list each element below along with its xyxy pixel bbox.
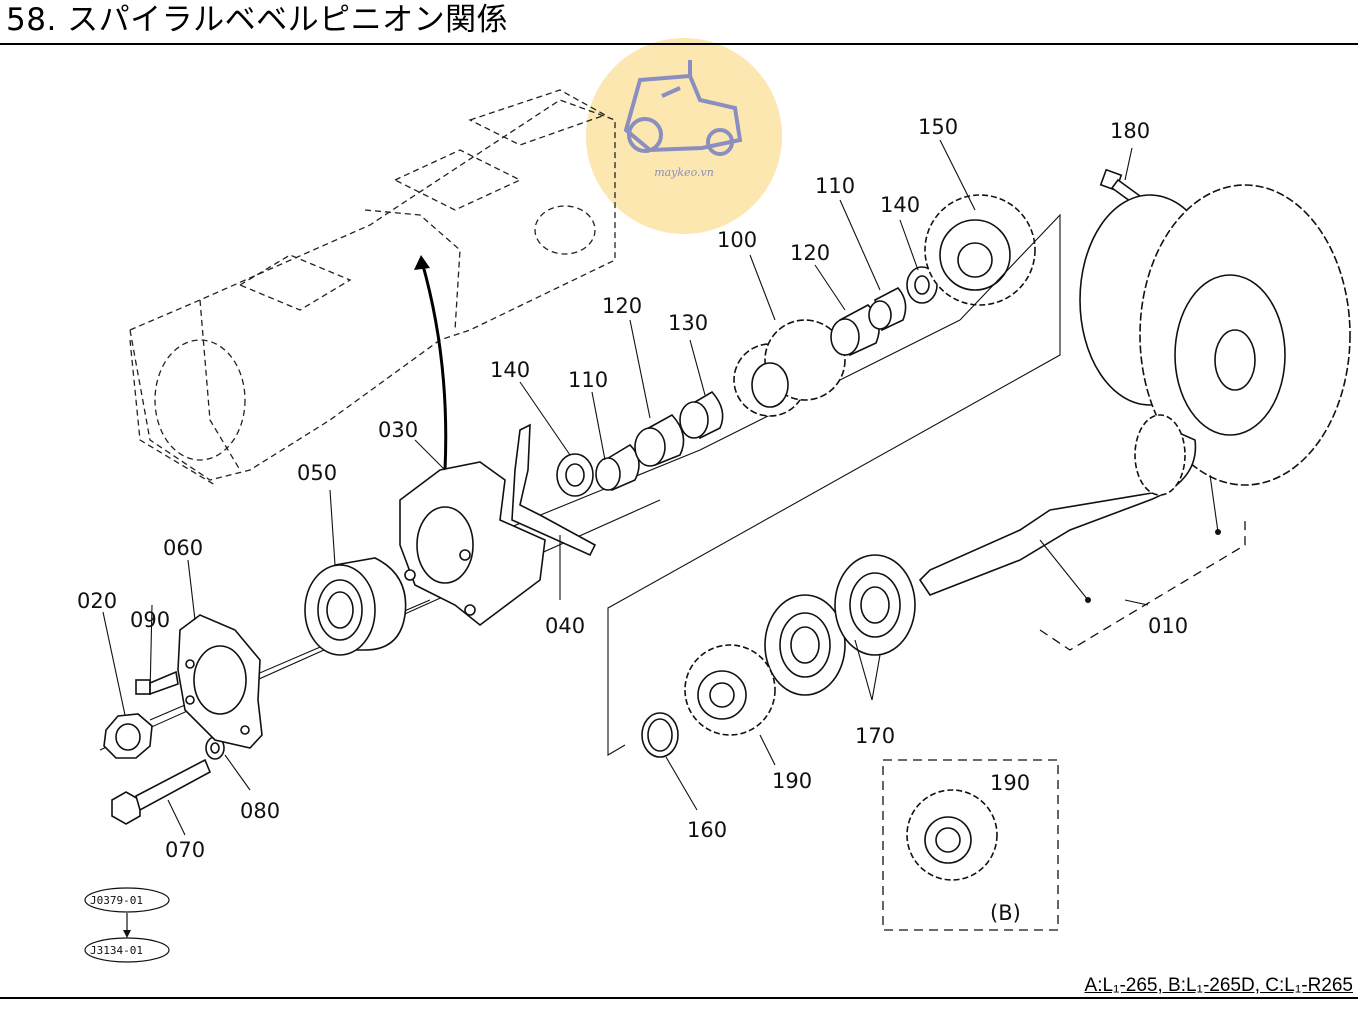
label-120-b: 120 — [790, 241, 830, 265]
part-150-gear — [924, 194, 1036, 306]
label-160: 160 — [687, 818, 727, 842]
label-010: 010 — [1148, 614, 1188, 638]
part-030-case — [399, 461, 546, 627]
lead-010-b — [1209, 474, 1219, 533]
watermark-text: maykeo.vn — [654, 166, 714, 179]
part-130-collar — [679, 390, 724, 440]
assembly-frame — [607, 213, 1061, 756]
part-110-collar-a — [595, 443, 640, 492]
part-010-bevel-gear — [918, 184, 1351, 596]
label-100: 100 — [717, 228, 757, 252]
title-rule — [0, 43, 1358, 45]
model-applicability-note: A:L₁-265, B:L₁-265D, C:L₁-R265 — [1084, 975, 1353, 996]
tractor-icon — [623, 60, 743, 156]
ref-code-1: J0379-01 — [90, 894, 143, 907]
part-140-washer-a — [556, 453, 594, 497]
part-100-gear — [733, 319, 846, 417]
label-110-b: 110 — [815, 174, 855, 198]
label-180: 180 — [1110, 119, 1150, 143]
ref-code-2: J3134-01 — [90, 944, 143, 957]
label-070: 070 — [165, 838, 205, 862]
label-080: 080 — [240, 799, 280, 823]
part-040-bracket — [511, 423, 597, 557]
label-090: 090 — [130, 608, 170, 632]
assembly-arrow — [420, 261, 448, 471]
leader-lines — [102, 139, 1149, 836]
bottom-rule — [0, 997, 1358, 999]
label-030: 030 — [378, 418, 418, 442]
label-190-a: 190 — [772, 769, 812, 793]
reference-codes: J0379-01 J3134-01 — [84, 887, 170, 963]
part-010-bracket — [1039, 520, 1246, 651]
part-190-gear-variant — [906, 789, 998, 881]
label-140-a: 140 — [490, 358, 530, 382]
label-150: 150 — [918, 115, 958, 139]
transmission-housing — [129, 89, 616, 486]
label-040: 040 — [545, 614, 585, 638]
arrow-head — [414, 255, 430, 270]
watermark-logo — [586, 38, 782, 234]
label-050: 050 — [297, 461, 337, 485]
part-120-needle-a — [634, 413, 685, 467]
part-050-bearing — [304, 557, 407, 656]
page-title: 58. スパイラルベベルピニオン関係 — [6, 2, 509, 38]
part-190-gear — [684, 644, 776, 736]
label-020: 020 — [77, 589, 117, 613]
label-120-a: 120 — [602, 294, 642, 318]
part-170-bearing-b — [834, 554, 916, 656]
label-170: 170 — [855, 724, 895, 748]
part-070-bolt — [111, 758, 212, 825]
label-060: 060 — [163, 536, 203, 560]
label-110-a: 110 — [568, 368, 608, 392]
variant-b-box — [882, 759, 1059, 931]
part-060-plate — [177, 614, 263, 749]
label-140-b: 140 — [880, 193, 920, 217]
part-110-collar-b — [868, 286, 907, 332]
part-020-nut — [103, 713, 153, 759]
lead-010-a — [1039, 539, 1089, 601]
part-090-bolt — [135, 670, 179, 696]
label-190-b: 190 — [990, 771, 1030, 795]
part-160-snap-ring — [641, 712, 679, 758]
label-130: 130 — [668, 311, 708, 335]
part-140-washer-b — [906, 266, 938, 304]
part-170-bearing-a — [764, 594, 846, 696]
label-variant-b: (B) — [990, 901, 1021, 925]
